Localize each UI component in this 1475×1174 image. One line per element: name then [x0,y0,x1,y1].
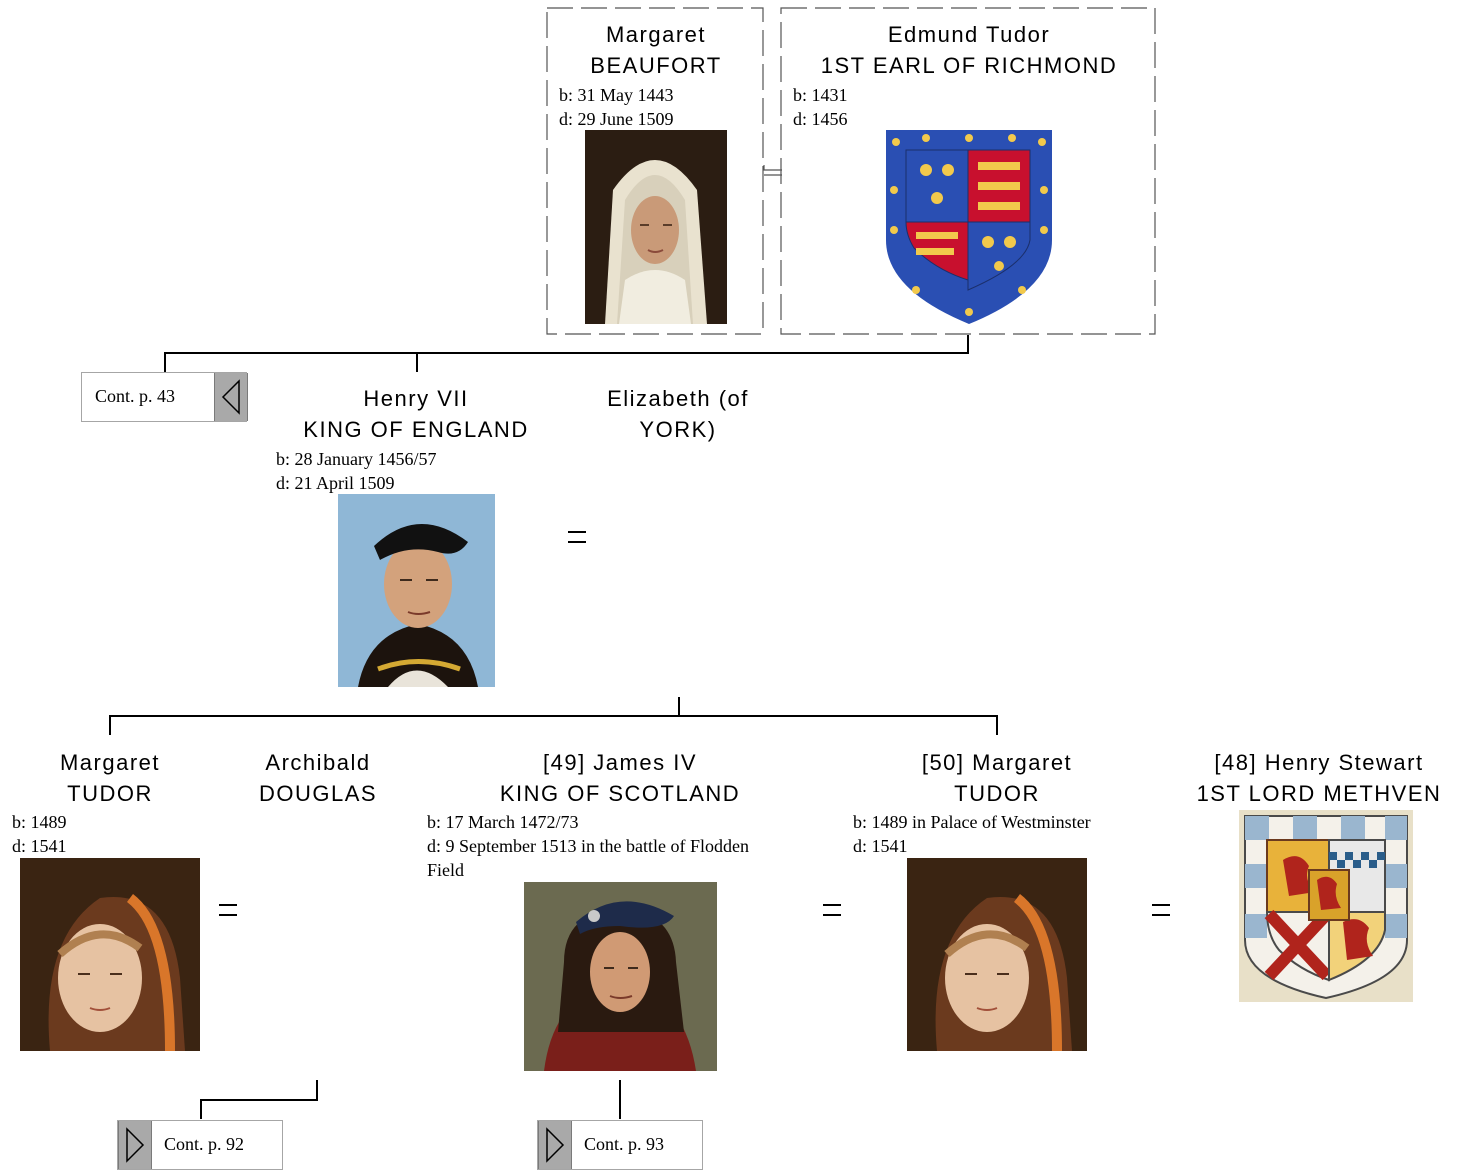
cont-label: Cont. p. 93 [584,1134,665,1154]
name-line-2: YORK) [639,417,717,442]
birth-date: b: 1489 in Palace of Westminster [853,812,1091,832]
name-line-1: Elizabeth (of [607,386,749,411]
marriage-symbol [568,531,586,543]
person-name-margaret-tudor-right: [50] Margaret TUDOR [897,747,1097,809]
death-date-continued: Field [427,860,465,880]
name-line-2: KING OF SCOTLAND [499,781,741,806]
name-line-1: [49] James IV [542,750,697,775]
death-date: d: 9 September 1513 in the battle of Flo… [427,836,749,856]
connector-line [416,352,418,372]
name-line-1: Margaret [59,750,161,775]
portrait-margaret-beaufort[interactable] [585,130,727,324]
person-name-james-iv: [49] James IV KING OF SCOTLAND [470,747,770,809]
name-line-2: TUDOR [954,781,1040,806]
cont-page-43-button[interactable]: Cont. p. 43 [81,372,248,422]
birth-date: b: 31 May 1443 [559,85,674,105]
person-dates-margaret-beaufort: b: 31 May 1443 d: 29 June 1509 [559,83,674,131]
name-line-1: Margaret [605,22,707,47]
death-date: d: 1541 [853,836,908,856]
connector-line [109,715,111,735]
person-name-elizabeth-york: Elizabeth (of YORK) [578,383,778,445]
birth-date: b: 17 March 1472/73 [427,812,579,832]
marriage-symbol [823,904,841,916]
birth-date: b: 1489 [12,812,67,832]
triangle-left-icon [214,373,248,421]
cont-page-92-button[interactable]: Cont. p. 92 [117,1120,283,1170]
coat-of-arms-edmund-tudor[interactable] [886,130,1052,324]
cont-page-93-button[interactable]: Cont. p. 93 [537,1120,703,1170]
connector-line [967,335,969,353]
person-dates-james-iv: b: 17 March 1472/73 d: 9 September 1513 … [427,810,749,882]
death-date: d: 29 June 1509 [559,109,674,129]
person-dates-margaret-tudor-left: b: 1489 d: 1541 [12,810,67,858]
portrait-henry-vii[interactable] [338,494,495,687]
connector-line [164,352,166,372]
portrait-margaret-tudor-left[interactable] [20,858,200,1051]
person-name-henry-stewart: [48] Henry Stewart 1ST LORD METHVEN [1163,747,1475,809]
marriage-connector [763,165,782,176]
connector-line [316,1080,318,1101]
connector-line [200,1099,318,1101]
connector-line [164,352,969,354]
person-name-edmund-tudor: Edmund Tudor 1ST EARL OF RICHMOND [781,19,1157,81]
person-dates-henry-vii: b: 28 January 1456/57 d: 21 April 1509 [276,447,436,495]
dashed-box-edmund-tudor [780,7,1156,335]
person-dates-edmund-tudor: b: 1431 d: 1456 [793,83,848,131]
cont-label: Cont. p. 43 [95,386,176,406]
connector-line [200,1099,202,1119]
death-date: d: 1456 [793,109,848,129]
person-name-henry-vii: Henry VII KING OF ENGLAND [266,383,566,445]
connector-line [678,697,680,715]
coat-of-arms-henry-stewart[interactable] [1239,810,1413,1002]
name-line-1: Henry VII [363,386,469,411]
marriage-symbol [219,904,237,916]
triangle-right-icon [538,1121,572,1169]
name-line-1: [48] Henry Stewart [1214,750,1424,775]
portrait-james-iv[interactable] [524,882,717,1071]
name-line-2: TUDOR [67,781,153,806]
triangle-right-icon [118,1121,152,1169]
name-line-2: BEAUFORT [590,53,722,78]
portrait-margaret-tudor-right[interactable] [907,858,1087,1051]
marriage-symbol [1152,904,1170,916]
person-name-margaret-tudor-left: Margaret TUDOR [10,747,210,809]
name-line-1: Archibald [265,750,371,775]
dashed-box-margaret-beaufort [546,7,764,335]
birth-date: b: 1431 [793,85,848,105]
name-line-1: [50] Margaret [921,750,1073,775]
person-name-archibald-douglas: Archibald DOUGLAS [218,747,418,809]
connector-line [996,715,998,735]
name-line-2: KING OF ENGLAND [303,417,529,442]
name-line-2: DOUGLAS [258,781,378,806]
connector-line [109,715,998,717]
person-dates-margaret-tudor-right: b: 1489 in Palace of Westminster d: 1541 [853,810,1091,858]
death-date: d: 1541 [12,836,67,856]
death-date: d: 21 April 1509 [276,473,395,493]
name-line-1: Edmund Tudor [887,22,1051,47]
birth-date: b: 28 January 1456/57 [276,449,437,469]
cont-label: Cont. p. 92 [164,1134,245,1154]
person-name-margaret-beaufort: Margaret BEAUFORT [547,19,765,81]
connector-line [619,1080,621,1119]
name-line-2: 1ST EARL OF RICHMOND [820,53,1118,78]
name-line-2: 1ST LORD METHVEN [1196,781,1442,806]
